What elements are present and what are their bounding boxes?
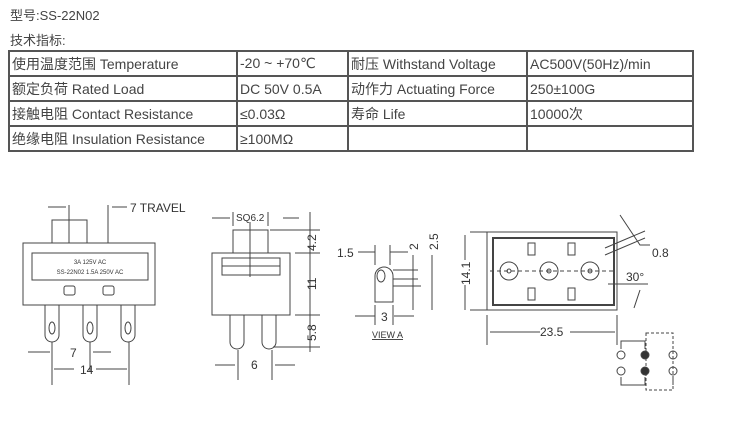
dim-2-5: 2.5 <box>427 233 441 250</box>
rating-label-1: 3A 125V AC <box>74 260 107 266</box>
dim-0-8: 0.8 <box>652 246 669 260</box>
table-cell: 使用温度范围 Temperature <box>8 50 238 77</box>
rating-label-2: SS-22N02 1.5A 250V AC <box>57 270 124 276</box>
table-cell: ≤0.03Ω <box>236 100 349 127</box>
table-cell: 250±100G <box>526 75 694 102</box>
table-cell <box>526 125 694 152</box>
table-cell: 额定负荷 Rated Load <box>8 75 238 102</box>
table-cell: 绝缘电阻 Insulation Resistance <box>8 125 238 152</box>
dim-6: 6 <box>251 358 258 372</box>
dim-7: 7 <box>70 346 77 360</box>
side-view: SQ6.2 4.2 11 5.8 6 <box>211 212 320 380</box>
dim-sq62: SQ6.2 <box>236 213 265 224</box>
view-a: 1.5 2 2.5 3 VIEW A <box>337 233 441 340</box>
table-cell: ≥100MΩ <box>236 125 349 152</box>
table-cell: -20 ~ +70℃ <box>236 50 349 77</box>
table-cell <box>347 125 528 152</box>
dim-1-5: 1.5 <box>337 246 354 260</box>
table-row: 绝缘电阻 Insulation Resistance≥100MΩ <box>8 125 694 152</box>
dim-14: 14 <box>80 363 94 377</box>
dim-2: 2 <box>407 243 421 250</box>
model-number: 型号:SS-22N02 <box>10 8 100 23</box>
table-cell: 10000次 <box>526 100 694 127</box>
travel-label: 7 TRAVEL <box>130 201 186 215</box>
table-cell: 耐压 Withstand Voltage <box>347 50 528 77</box>
table-cell: 接触电阻 Contact Resistance <box>8 100 238 127</box>
table-cell: 寿命 Life <box>347 100 528 127</box>
dim-11: 11 <box>305 277 319 290</box>
table-cell: AC500V(50Hz)/min <box>526 50 694 77</box>
dim-3: 3 <box>381 310 388 324</box>
specs-heading: 技术指标: <box>10 33 66 48</box>
table-cell: 动作力 Actuating Force <box>347 75 528 102</box>
circuit-diagram <box>616 332 678 391</box>
view-a-label: VIEW A <box>372 330 403 340</box>
dim-30-deg: 30° <box>626 270 644 284</box>
front-view: 7 TRAVEL 3A 125V AC SS-22N02 1.5A 250V A… <box>22 201 186 385</box>
table-cell: DC 50V 0.5A <box>236 75 349 102</box>
dim-4-2: 4.2 <box>305 234 319 251</box>
dim-14-1: 14.1 <box>459 261 473 285</box>
bottom-view: 14.1 23.5 0.8 30° <box>459 214 669 345</box>
dim-5-8: 5.8 <box>305 324 319 341</box>
dim-23-5: 23.5 <box>540 325 564 339</box>
